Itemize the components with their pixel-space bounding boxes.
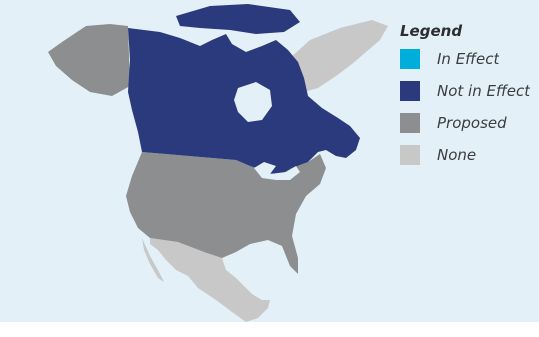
- legend-label: In Effect: [437, 49, 500, 68]
- legend-title: Legend: [400, 22, 463, 40]
- great-lakes: [254, 162, 300, 180]
- legend-item-proposed[interactable]: Proposed: [400, 112, 538, 133]
- hudson-bay: [234, 82, 272, 122]
- legend-item-not-in-effect[interactable]: Not in Effect: [400, 80, 538, 101]
- legend-swatch: [400, 48, 420, 69]
- legend-label: None: [437, 145, 477, 164]
- legend-label: Proposed: [437, 113, 507, 132]
- legend-swatch: [400, 144, 420, 165]
- region-greenland[interactable]: [290, 20, 388, 92]
- region-mexico[interactable]: [142, 238, 270, 322]
- map-legend: Legend In Effect Not in Effect Proposed …: [400, 22, 538, 176]
- legend-item-in-effect[interactable]: In Effect: [400, 48, 538, 69]
- gulf-of-mexico: [228, 248, 280, 280]
- legend-swatch: [400, 80, 420, 101]
- legend-swatch: [400, 112, 420, 133]
- region-united-states[interactable]: [48, 24, 326, 274]
- legend-item-none[interactable]: None: [400, 144, 538, 165]
- legend-label: Not in Effect: [437, 81, 531, 100]
- map-panel: Legend In Effect Not in Effect Proposed …: [0, 0, 539, 322]
- north-america-map: [48, 4, 388, 322]
